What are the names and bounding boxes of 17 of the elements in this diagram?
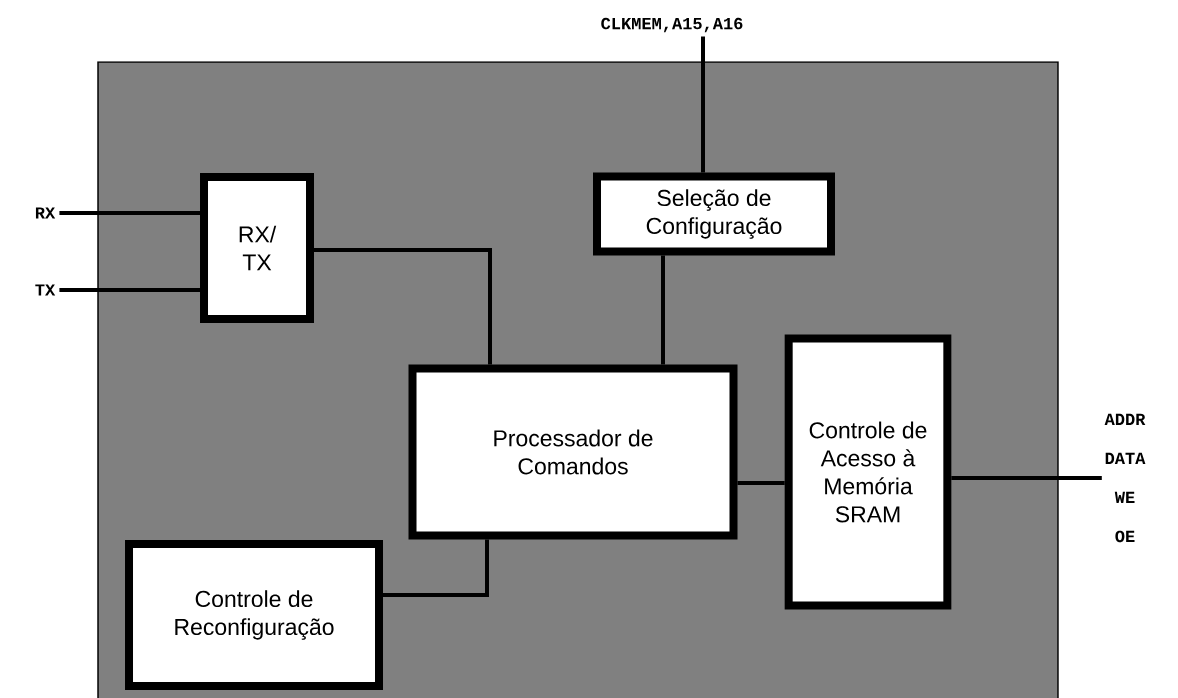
wire — [737, 481, 785, 485]
block-box: RX/ TX — [200, 173, 314, 323]
signal-label: TX — [35, 284, 56, 296]
signal-label: RX — [35, 207, 56, 219]
wire — [314, 248, 492, 365]
wire — [59, 288, 200, 292]
wire — [951, 476, 1102, 480]
block-box: Seleção de Configuração — [593, 172, 835, 256]
block-box: Processador de Comandos — [408, 364, 738, 540]
wire — [701, 36, 705, 173]
wire — [59, 211, 200, 215]
signal-label: CLKMEM,A15,A16 — [601, 17, 743, 33]
wire — [661, 255, 665, 365]
block-box: Controle de Reconfiguração — [125, 540, 383, 690]
wire — [383, 539, 489, 597]
signal-label: ADDR DATA WE OE — [1104, 413, 1146, 543]
block-box: Controle de Acesso à Memória SRAM — [784, 334, 952, 610]
